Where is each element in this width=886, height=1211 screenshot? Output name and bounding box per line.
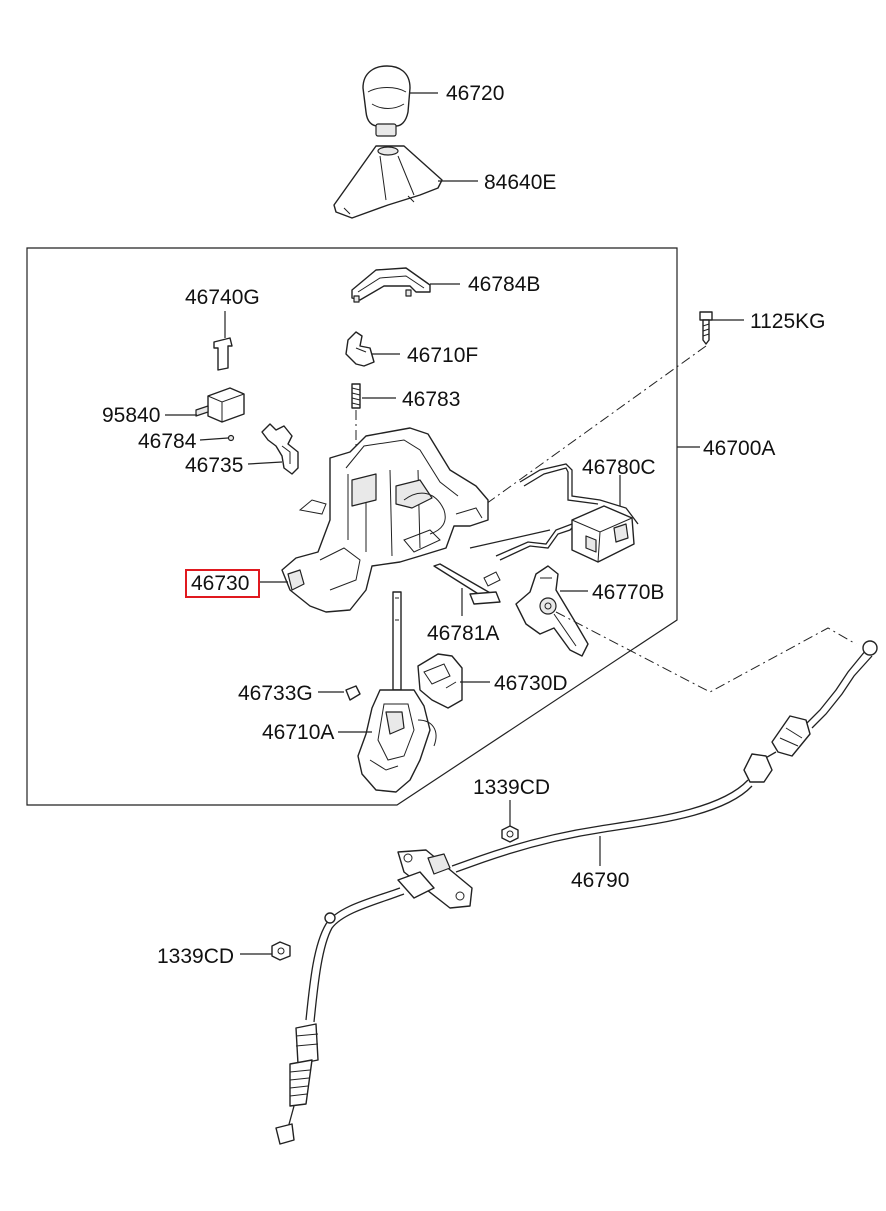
shifter-base-housing[interactable] <box>281 427 489 613</box>
label-46733G[interactable]: 46733G <box>238 682 313 705</box>
shift-knob-part[interactable] <box>362 65 411 137</box>
spring-46783[interactable] <box>351 383 361 409</box>
assembly-frame <box>26 247 678 806</box>
indicator-cover-part[interactable] <box>351 267 431 303</box>
harness-46780C[interactable] <box>469 463 639 587</box>
rod-46781A[interactable] <box>433 563 501 605</box>
label-46730D[interactable]: 46730D <box>494 672 568 695</box>
switch-95840[interactable] <box>195 387 245 423</box>
label-46710A[interactable]: 46710A <box>262 721 334 744</box>
lever-assembly-46710A[interactable] <box>357 689 437 793</box>
label-46700A[interactable]: 46700A <box>703 437 775 460</box>
nut-1339CD-bottom[interactable] <box>271 941 291 961</box>
shift-boot-part[interactable] <box>333 145 443 219</box>
label-84640E[interactable]: 84640E <box>484 171 556 194</box>
lever-46770B[interactable] <box>515 565 589 657</box>
nut-1339CD-top[interactable] <box>501 825 519 843</box>
highlight-box-46730 <box>185 569 260 598</box>
pin-46740G[interactable] <box>213 337 233 371</box>
label-1125KG[interactable]: 1125KG <box>750 310 826 333</box>
label-46730[interactable]: 46730 <box>191 572 249 595</box>
label-46720[interactable]: 46720 <box>446 82 504 105</box>
label-1339CD-bottom[interactable]: 1339CD <box>157 945 234 968</box>
label-46783[interactable]: 46783 <box>402 388 460 411</box>
label-46784[interactable]: 46784 <box>138 430 197 453</box>
cable-assembly-46790[interactable] <box>275 640 878 1145</box>
bracket-46730D[interactable] <box>417 653 463 709</box>
label-46780C[interactable]: 46780C <box>582 456 656 479</box>
clip-46735[interactable] <box>261 423 299 475</box>
label-46710F[interactable]: 46710F <box>407 344 478 367</box>
label-46784B[interactable]: 46784B <box>468 273 540 296</box>
label-95840[interactable]: 95840 <box>102 404 160 427</box>
label-1339CD-top[interactable]: 1339CD <box>473 776 550 799</box>
label-46781A[interactable]: 46781A <box>427 622 499 645</box>
small-pin-46784[interactable] <box>227 434 235 442</box>
label-46770B[interactable]: 46770B <box>592 581 664 604</box>
shift-lever-rod[interactable] <box>392 591 402 691</box>
bolt-1125KG[interactable] <box>699 311 713 345</box>
label-46735[interactable]: 46735 <box>185 454 243 477</box>
label-46740G[interactable]: 46740G <box>185 286 260 309</box>
label-46790[interactable]: 46790 <box>571 869 629 892</box>
clip-46710F[interactable] <box>345 331 375 367</box>
clip-46733G[interactable] <box>345 685 361 701</box>
